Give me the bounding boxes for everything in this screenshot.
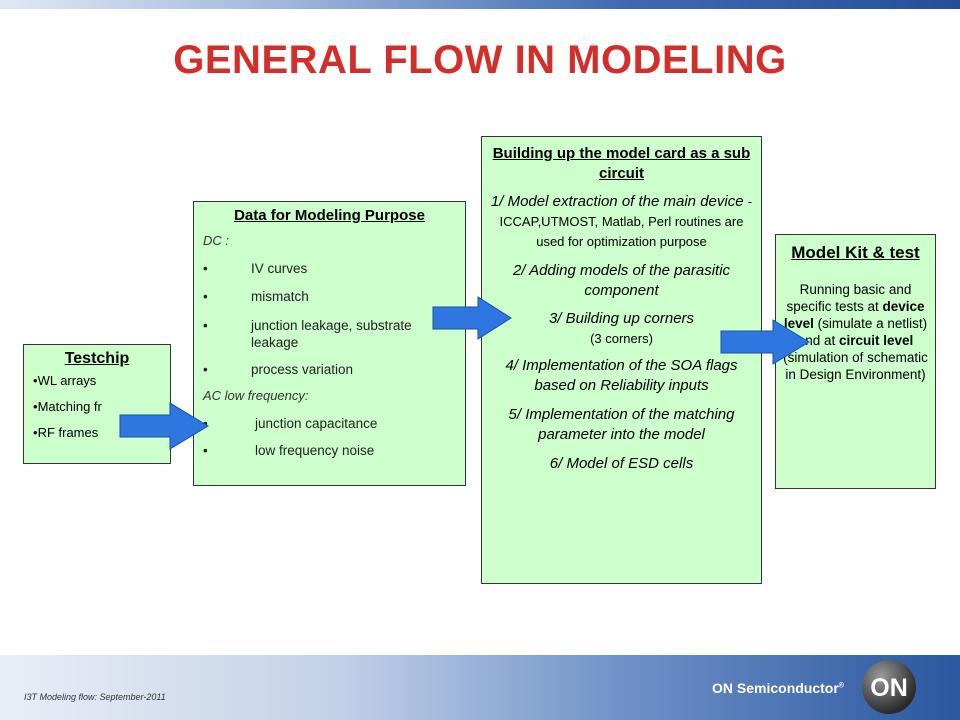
arrow-testchip-to-data [119, 402, 209, 450]
step-model-extraction: 1/ Model extraction of the main device -… [488, 192, 755, 252]
dc-label: DC : [203, 233, 229, 248]
model-kit-text: Running basic and specific tests at devi… [783, 282, 928, 382]
ac-list-item: •low frequency noise [203, 443, 375, 458]
testchip-item: •RF frames [33, 425, 99, 440]
on-semiconductor-logo: ON [862, 660, 916, 714]
svg-text:ON: ON [870, 674, 908, 702]
ac-list-item: •junction capacitance [203, 416, 378, 431]
dc-list-item: •mismatch [203, 289, 309, 304]
step1-tools: - ICCAP,UTMOST, Matlab, Perl routines ar… [499, 194, 753, 249]
brand-name: ON Semiconductor® [712, 680, 844, 696]
page-title: GENERAL FLOW IN MODELING [173, 38, 787, 82]
model-kit-title: Model Kit & test [791, 243, 920, 262]
testchip-box: Testchip •WL arrays •Matching fr •RF fra… [23, 344, 171, 464]
dc-list-item: •IV curves [203, 261, 308, 276]
circuit-level-emph: circuit level [839, 333, 914, 348]
data-box-title: Data for Modeling Purpose [234, 207, 425, 224]
model-card-title: Building up the model card as a sub circ… [492, 145, 751, 182]
step-esd: 6/ Model of ESD cells [549, 455, 694, 472]
model-kit-box: Model Kit & test Running basic and speci… [775, 234, 936, 489]
ac-label: AC low frequency: [203, 388, 309, 403]
step1-main: 1/ Model extraction of the main device [490, 193, 744, 210]
top-decor-band [0, 0, 960, 9]
data-box: Data for Modeling Purpose DC : •IV curve… [193, 201, 466, 486]
footer-band [0, 655, 960, 720]
testchip-item: •Matching fr [33, 399, 102, 414]
dc-list-item: •junction leakage, substrate leakage [203, 318, 412, 350]
model-card-box: Building up the model card as a sub circ… [481, 136, 762, 584]
arrow-modelcard-to-kit [720, 319, 810, 365]
device-level-emph: device level [783, 299, 925, 331]
footer-note: I3T Modeling flow: September-2011 [24, 692, 166, 702]
step-parasitic: 2/ Adding models of the parasitic compon… [512, 262, 731, 299]
testchip-title: Testchip [64, 350, 130, 367]
dc-list-item: •process variation [203, 362, 354, 377]
arrow-data-to-modelcard [432, 296, 512, 340]
step-soa-flags: 4/ Implementation of the SOA flags based… [505, 357, 738, 394]
step-matching: 5/ Implementation of the matching parame… [508, 406, 735, 443]
step-corners: 3/ Building up corners [548, 310, 695, 327]
testchip-item: •WL arrays [33, 373, 97, 388]
step-corners-note: (3 corners) [590, 331, 653, 346]
